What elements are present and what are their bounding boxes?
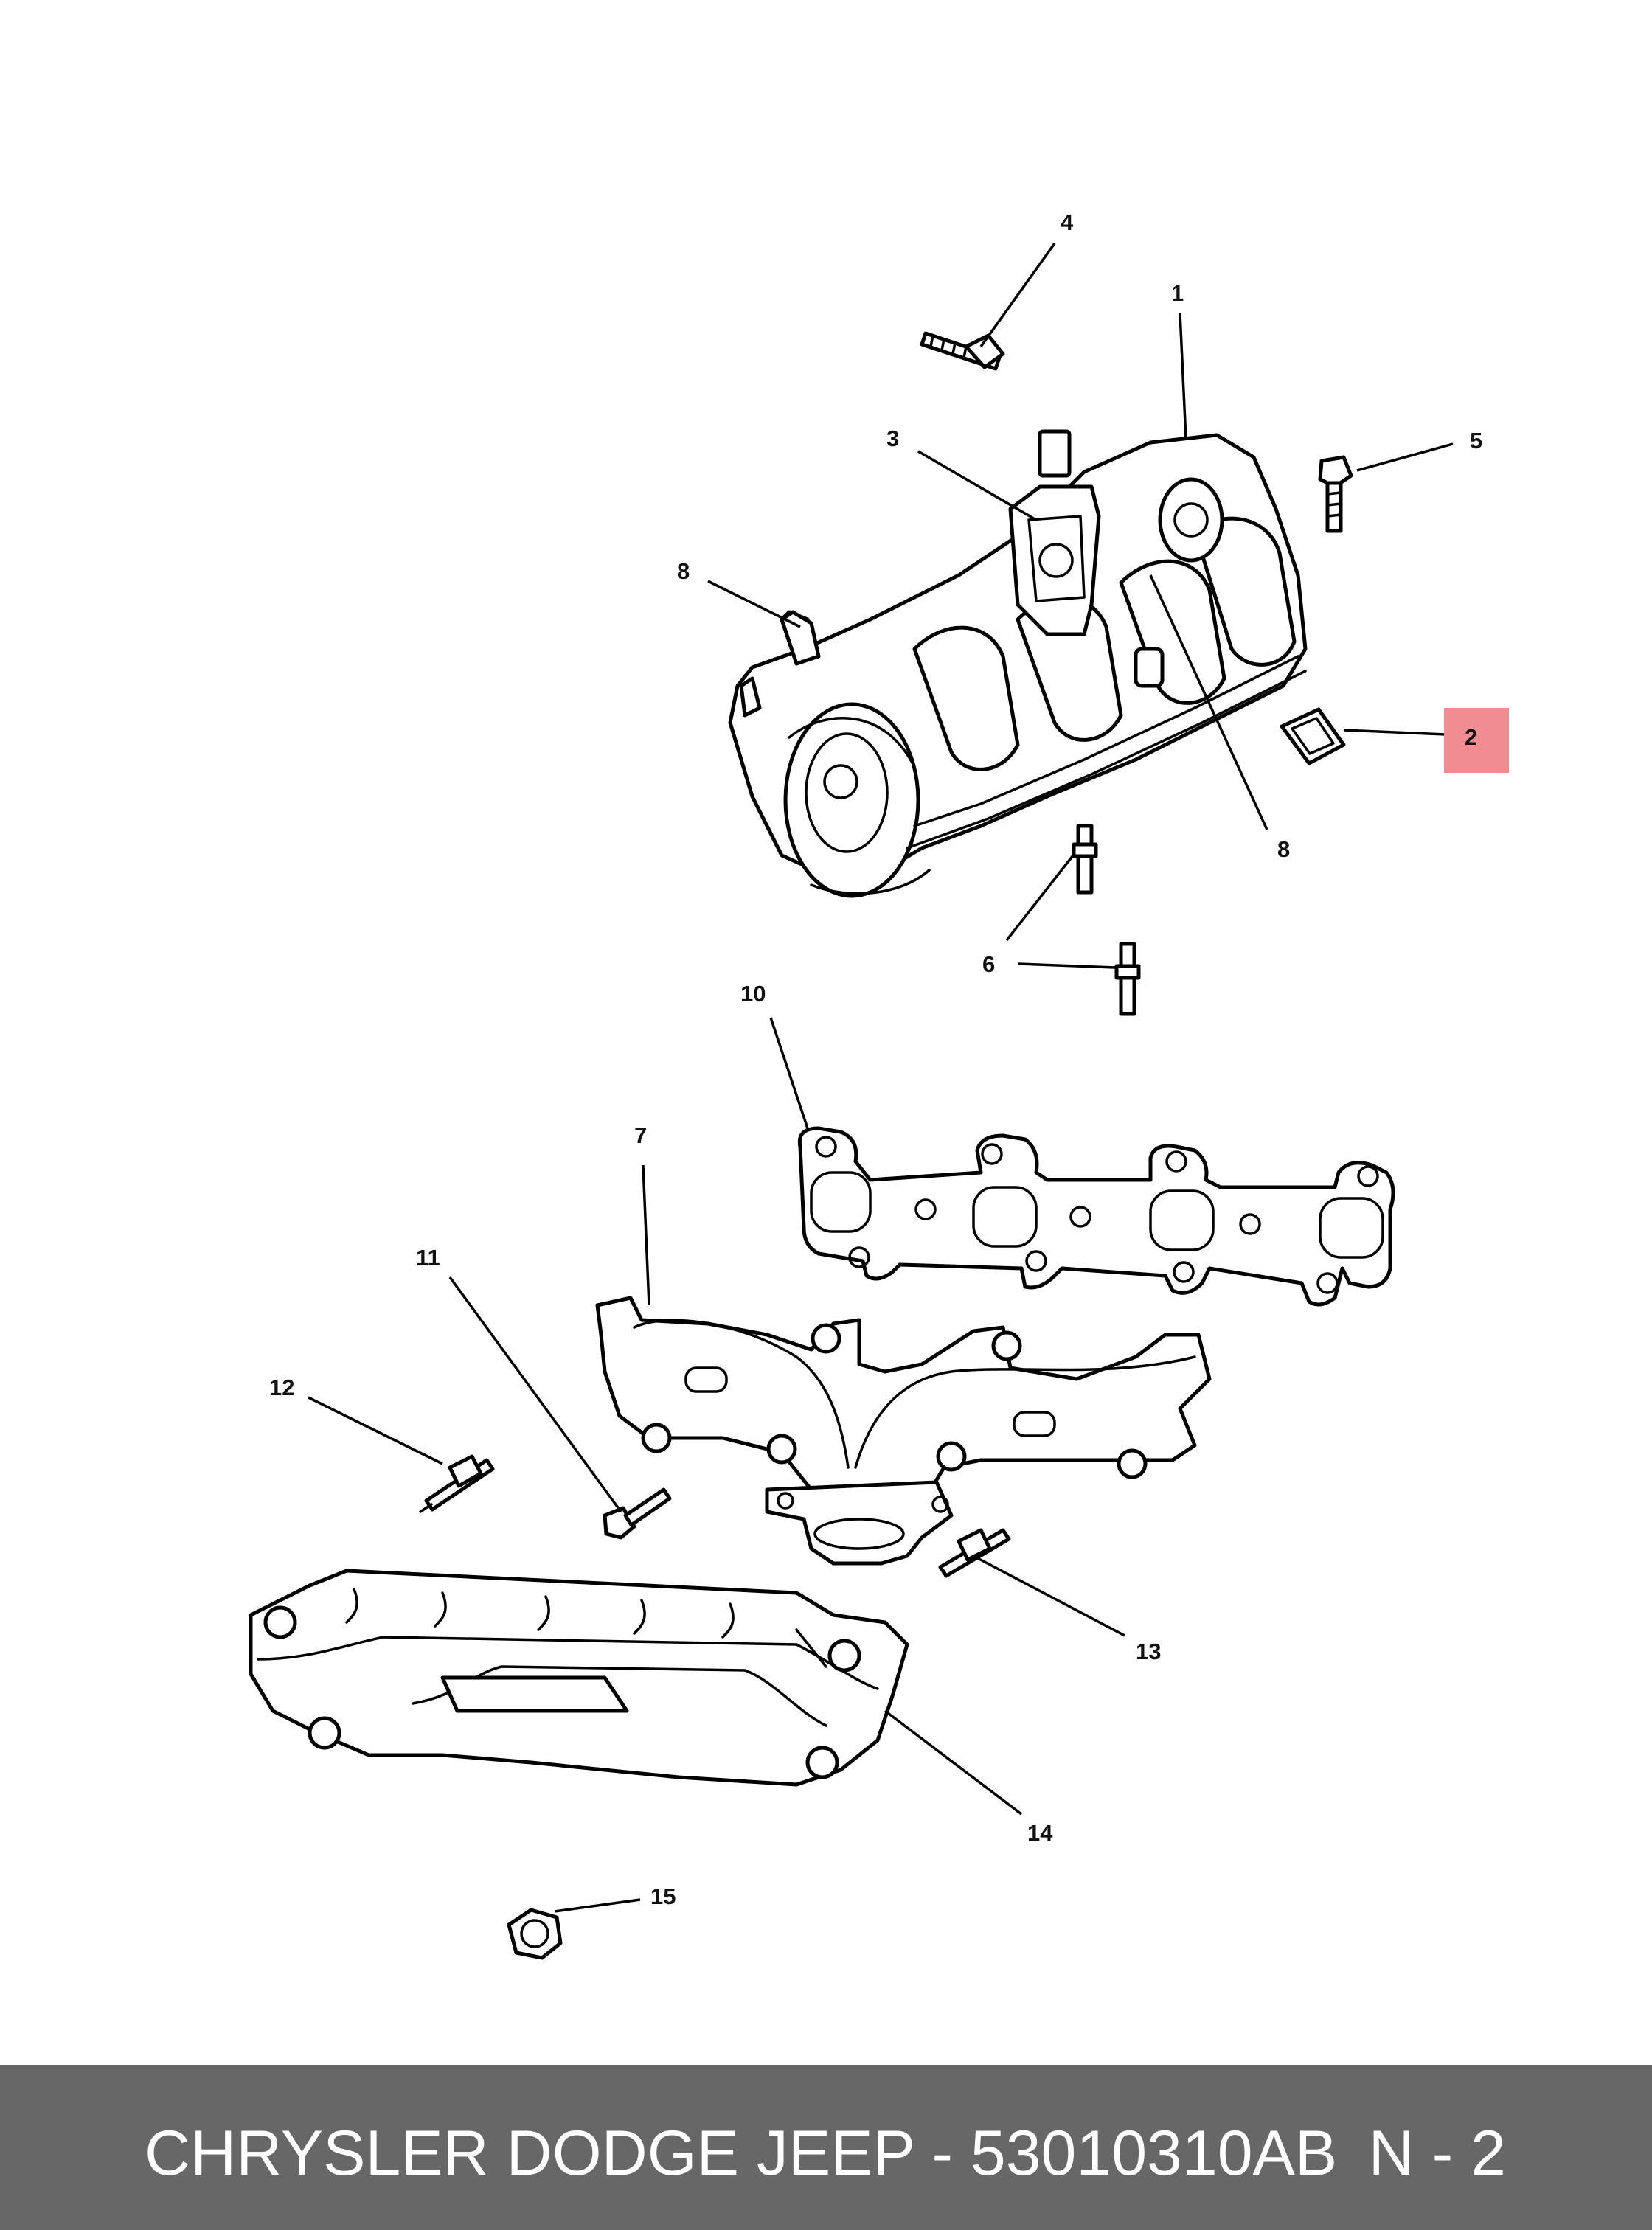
- exhaust-manifold: [595, 1296, 1212, 1566]
- callout-2: 2: [1465, 724, 1477, 750]
- callout-14: 14: [1027, 1820, 1053, 1846]
- callout-5: 5: [1470, 428, 1482, 454]
- callout-4: 4: [1061, 209, 1074, 235]
- footer-title: CHRYSLER DODGE JEEP - 53010310AB: [145, 2118, 1338, 2189]
- callout-13: 13: [1136, 1639, 1161, 1664]
- callout-10: 10: [740, 981, 766, 1007]
- callout-11: 11: [416, 1245, 440, 1271]
- callout-7: 7: [634, 1122, 647, 1148]
- stud-part-13: [938, 1528, 1011, 1578]
- callout-15: 15: [650, 1883, 676, 1909]
- parts-diagram: 4 1 3 5 8 2 8 6 10 7 11 12 13 14 15 6: [249, 209, 1509, 1960]
- callout-highlight-box: [1444, 708, 1509, 773]
- intake-manifold: [728, 429, 1308, 898]
- parts-diagram-svg: 4 1 3 5 8 2 8 6 10 7 11 12 13 14 15 6: [249, 209, 1509, 1960]
- footer-page-number: N - 2: [1368, 2118, 1506, 2189]
- callout-12: 12: [269, 1375, 294, 1400]
- callout-numbers: 4 1 3 5 8 2 8 6 10 7 11 12 13 14 15 6: [269, 209, 1482, 1909]
- footer-bar: CHRYSLER DODGE JEEP - 53010310AB N - 2: [0, 2065, 1652, 2230]
- stud-part-12: [419, 1454, 495, 1513]
- nut-part-15: [507, 1908, 563, 1960]
- stud-part-6: [1072, 824, 1141, 1016]
- callout-1: 1: [1171, 280, 1184, 306]
- callout-9: 8: [677, 558, 690, 584]
- leader-lines: [308, 242, 1454, 1913]
- gasket-square: [1280, 707, 1346, 765]
- bolt-part-11: [603, 1487, 672, 1540]
- callout-8: 8: [1277, 836, 1290, 862]
- bolt-part-5: [1318, 455, 1353, 533]
- exhaust-gasket: [797, 1126, 1395, 1307]
- heat-shield: [249, 1569, 909, 1787]
- callout-3: 3: [886, 425, 899, 451]
- bolt-part-4: [920, 331, 1005, 371]
- bracket-part-9: [780, 610, 821, 666]
- callout-6-upper: 6: [982, 951, 995, 977]
